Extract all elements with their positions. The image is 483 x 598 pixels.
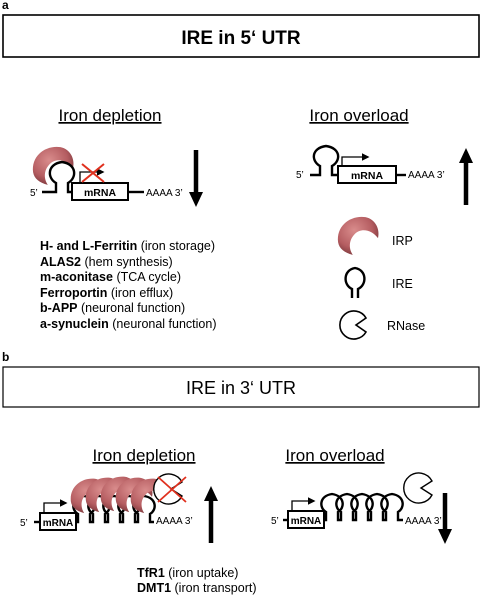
- target-gene: DMT1: [137, 581, 172, 595]
- target-function: (TCA cycle): [116, 270, 182, 285]
- rnase-icon: [339, 310, 368, 340]
- five-prime-label: 5’: [271, 516, 279, 527]
- target-item: DMT1 (iron transport): [137, 581, 257, 596]
- panel-b-overload-down-arrow: [438, 493, 452, 544]
- ire-stem-loop: [42, 160, 76, 194]
- legend-irp-label: IRP: [392, 234, 413, 248]
- target-item: Ferroportin (iron efflux): [40, 286, 217, 302]
- panel-a-letter: a: [2, 0, 9, 12]
- target-item: TfR1 (iron uptake): [137, 566, 257, 581]
- irp-icon: [337, 216, 379, 255]
- target-function: (iron efflux): [110, 285, 174, 300]
- panel-a-overload-construct: mRNA 5’ AAAA 3’: [296, 144, 445, 184]
- target-function: (iron transport): [174, 581, 257, 595]
- panel-a-depletion-heading: Iron depletion: [58, 106, 161, 125]
- panel-b-title: IRE in 3‘ UTR: [186, 378, 296, 398]
- target-function: (neuronal function): [112, 316, 217, 331]
- target-gene: TfR1: [137, 566, 165, 580]
- mrna-label: mRNA: [291, 516, 322, 527]
- panel-a-depletion-down-arrow: [189, 150, 203, 207]
- target-item: ALAS2 (hem synthesis): [40, 255, 217, 271]
- panel-b-title-box: [2, 366, 480, 408]
- panel-b-overload-heading: Iron overload: [285, 446, 384, 465]
- mrna-label: mRNA: [351, 170, 384, 182]
- ire-icon: [344, 266, 366, 298]
- target-gene: b-APP: [40, 301, 78, 316]
- legend: IRP IRE RNase: [337, 216, 425, 340]
- translation-start-arrow: [43, 499, 68, 513]
- ire-stem-loops: [320, 492, 404, 522]
- target-item: H- and L-Ferritin (iron storage): [40, 239, 217, 255]
- translation-start-arrow: [341, 153, 370, 166]
- target-function: (neuronal function): [80, 301, 186, 316]
- target-gene: a-synuclein: [40, 316, 109, 331]
- poly-a-tail-label: AAAA 3’: [405, 516, 442, 527]
- poly-a-tail-label: AAAA 3’: [146, 188, 183, 199]
- poly-a-tail-label: AAAA 3’: [408, 170, 445, 181]
- panel-b-overload-construct: mRNA 5’ AAAA 3’: [271, 472, 442, 529]
- mrna-label: mRNA: [84, 187, 117, 199]
- target-gene: m-aconitase: [40, 270, 113, 285]
- target-item: a-synuclein (neuronal function): [40, 317, 217, 333]
- blocked-rnase-icon: [153, 473, 187, 505]
- target-function: (hem synthesis): [84, 254, 173, 269]
- ire-stem-loops: [72, 494, 156, 524]
- target-gene: Ferroportin: [40, 285, 108, 300]
- panel-b-letter: b: [2, 350, 9, 364]
- five-prime-label: 5’: [20, 518, 28, 529]
- panel-a-depletion-construct: mRNA 5’ AAAA 3’: [30, 146, 183, 201]
- legend-ire-label: IRE: [392, 277, 413, 291]
- panel-a-title: IRE in 5‘ UTR: [181, 28, 301, 49]
- panel-a-target-list: H- and L-Ferritin (iron storage) ALAS2 (…: [40, 239, 217, 333]
- five-prime-label: 5’: [296, 170, 304, 181]
- translation-start-arrow: [291, 497, 316, 511]
- panel-b-depletion-up-arrow: [204, 486, 218, 543]
- poly-a-tail-label: AAAA 3’: [156, 516, 193, 527]
- target-item: m-aconitase (TCA cycle): [40, 270, 217, 286]
- target-item: b-APP (neuronal function): [40, 301, 217, 317]
- target-gene: H- and L-Ferritin: [40, 239, 138, 253]
- panel-a-title-box: [2, 14, 480, 58]
- ire-stem-loop: [310, 144, 340, 177]
- blocked-cross-line-2: [157, 476, 187, 503]
- panel-a-overload-heading: Iron overload: [309, 106, 408, 125]
- blocked-cross-line-2: [81, 163, 105, 183]
- target-function: (iron uptake): [168, 566, 239, 580]
- legend-rnase-label: RNase: [387, 319, 425, 333]
- target-gene: ALAS2: [40, 254, 81, 269]
- rnase-icon: [403, 472, 433, 504]
- panel-b-depletion-heading: Iron depletion: [92, 446, 195, 465]
- panel-a-overload-up-arrow: [459, 148, 473, 205]
- five-prime-label: 5’: [30, 188, 38, 199]
- panel-b-target-list: TfR1 (iron uptake) DMT1 (iron transport): [137, 566, 257, 596]
- panel-b-depletion-construct: mRNA 5’ AAAA 3’: [20, 473, 193, 531]
- mrna-label: mRNA: [43, 518, 74, 529]
- target-function: (iron storage): [140, 239, 216, 253]
